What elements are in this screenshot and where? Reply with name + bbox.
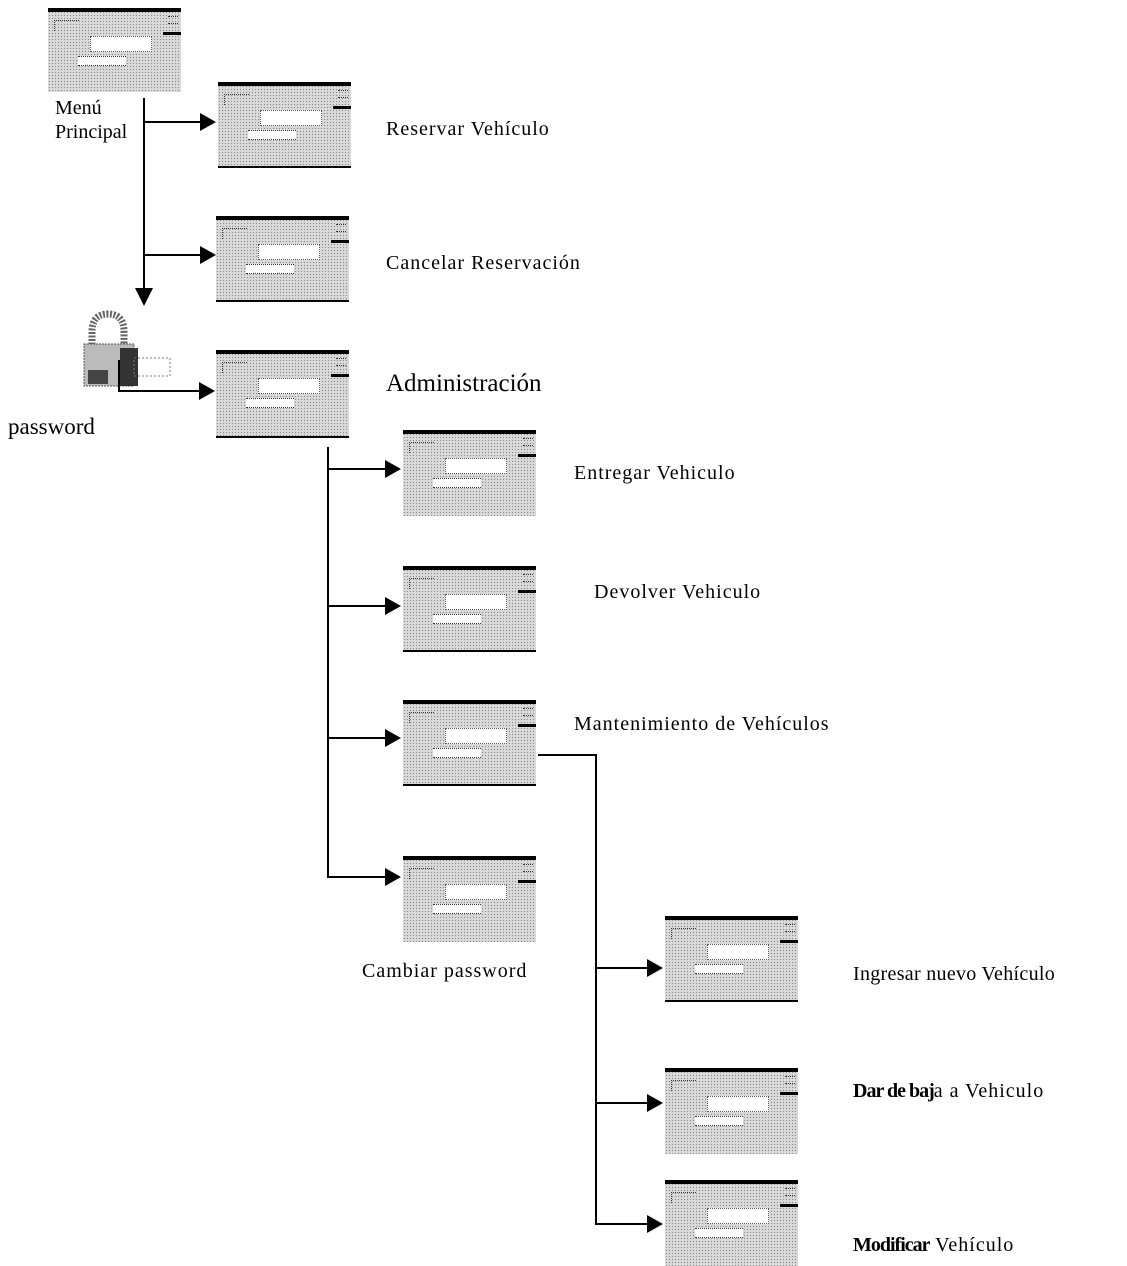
connector-ingresar [595,967,647,969]
menu-principal-label: Menú Principal [55,97,128,143]
modificar-rest-text: Vehículo [929,1234,1015,1256]
mantenimiento-vehiculos-label: Mantenimiento de Vehículos [574,713,830,735]
connector-entregar [327,468,385,470]
arrow-dar-baja [647,1094,663,1112]
modificar-vehiculo-window [665,1180,798,1266]
dar-de-baja-rest-text: a a Vehiculo [933,1080,1045,1102]
connector-reservar [143,121,201,123]
connector-administracion [118,390,200,392]
connector-mantenimiento [327,737,385,739]
menu-down-arrow [135,288,153,306]
connector-cambiar [327,876,385,878]
password-label: password [8,414,95,439]
cancelar-reservacion-window [216,216,349,302]
entregar-vehiculo-label: Entregar Vehiculo [574,462,736,484]
admin-trunk-line [327,447,329,876]
password-lead-line [118,360,120,391]
padlock-icon [83,310,171,387]
devolver-vehiculo-window [403,566,536,652]
maint-trunk-line [595,754,597,1224]
ingresar-vehiculo-label: Ingresar nuevo Vehículo [853,963,1056,985]
mantenimiento-vehiculos-window [403,700,536,786]
ingresar-vehiculo-window [665,916,798,1002]
maint-branch-top [538,754,596,756]
arrow-entregar [385,460,401,478]
arrow-mantenimiento [385,729,401,747]
connector-cancelar [143,254,201,256]
connector-modificar [595,1223,647,1225]
arrow-administracion [199,382,215,400]
dar-de-baja-bold-text: Dar de baj [853,1080,935,1102]
administracion-window [216,350,349,438]
menu-trunk-line [143,98,145,288]
reservar-vehiculo-window [218,82,351,168]
administracion-label: Administración [386,370,542,397]
modificar-vehiculo-label: Modificar Vehículo [853,1234,1014,1257]
entregar-vehiculo-window [403,430,536,516]
reservar-vehiculo-label: Reservar Vehículo [386,118,550,140]
cambiar-password-window [403,856,536,942]
dar-de-baja-window [665,1068,798,1154]
menu-principal-window [48,8,181,92]
arrow-reservar [200,113,216,131]
modificar-bold-text: Modificar [853,1234,931,1256]
arrow-cancelar [200,246,216,264]
connector-dar-baja [595,1102,647,1104]
arrow-devolver [385,597,401,615]
dar-de-baja-label: Dar de baja a Vehiculo [853,1080,1044,1103]
devolver-vehiculo-label: Devolver Vehiculo [594,581,762,603]
arrow-modificar [647,1215,663,1233]
cancelar-reservacion-label: Cancelar Reservación [386,252,581,274]
cambiar-password-label: Cambiar password [362,960,528,982]
arrow-cambiar [385,868,401,886]
connector-devolver [327,605,385,607]
arrow-ingresar [647,959,663,977]
